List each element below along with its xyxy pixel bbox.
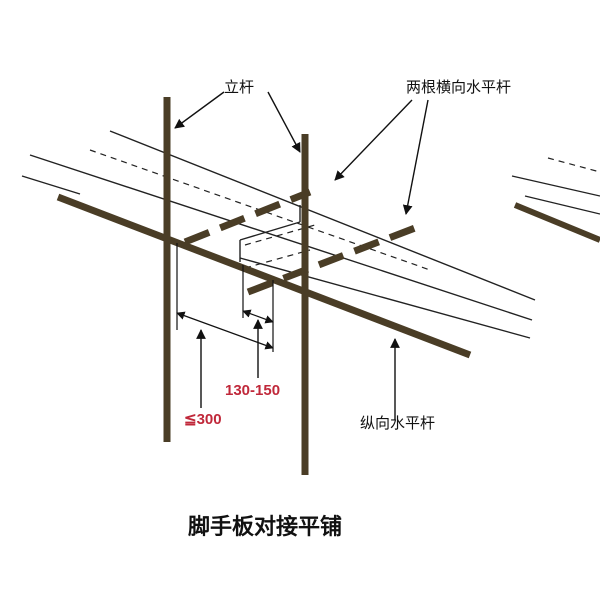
upright-poles — [163, 97, 309, 475]
dim-line-130-150 — [242, 309, 274, 324]
dashed-line — [244, 249, 311, 269]
diagram-caption: 脚手板对接平铺 — [188, 514, 343, 540]
longitudinal-bar — [56, 193, 472, 359]
transverse-bar-1 — [183, 188, 312, 246]
board-line — [109, 130, 536, 301]
next-bay-fragment — [511, 157, 600, 243]
dimension-lines — [176, 243, 274, 352]
longitudinal-bar-fragment — [513, 202, 600, 243]
label-dim-max: ≦300 — [184, 411, 222, 428]
label-dim-overlap: 130-150 — [225, 382, 281, 399]
board-line — [524, 195, 600, 215]
board-line — [239, 221, 301, 241]
label-two-transverse-bars: 两根横向水平杆 — [406, 78, 512, 96]
leader-upright-left — [174, 91, 225, 129]
dim-line-300 — [176, 311, 274, 350]
transverse-bars — [183, 188, 417, 296]
label-upright-pole: 立杆 — [224, 78, 255, 96]
leader-transverse-2 — [402, 99, 429, 215]
board-line — [21, 175, 81, 195]
leader-arrows — [174, 91, 429, 420]
board-line — [29, 154, 533, 321]
label-longitudinal-bar: 纵向水平杆 — [360, 414, 436, 432]
transverse-bar-2 — [246, 224, 417, 296]
leader-transverse-1 — [334, 99, 413, 181]
board-line — [511, 175, 600, 197]
leader-upright-right — [267, 91, 301, 153]
scaffold-boards — [21, 130, 536, 339]
board-line — [239, 257, 531, 339]
dashed-line — [547, 157, 600, 173]
